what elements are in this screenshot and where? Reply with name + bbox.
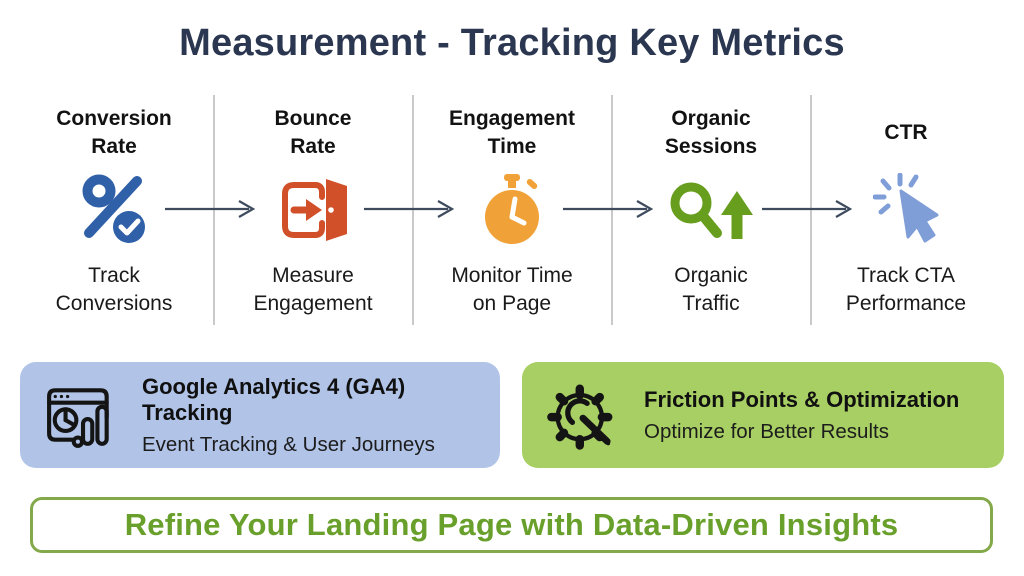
metric-heading: Conversion Rate <box>56 107 172 158</box>
metric-label: Track Conversions <box>55 264 173 315</box>
metric-column-bounce-rate: Bounce Rate Measure Engagement <box>218 100 408 318</box>
metric-column-conversion-rate: Conversion Rate Track Conversions <box>19 100 209 318</box>
page-title: Measurement - Tracking Key Metrics <box>179 22 845 64</box>
metric-heading: CTR <box>884 121 928 144</box>
ga4-tracking-card: Google Analytics 4 (GA4) Tracking Event … <box>20 362 500 468</box>
friction-optimization-card: Friction Points & Optimization Optimize … <box>522 362 1004 468</box>
gear-wrench-icon <box>544 375 624 455</box>
exit-door-icon <box>218 166 408 254</box>
metric-column-engagement-time: Engagement Time Monitor Time on Page <box>417 100 607 318</box>
flow-arrow <box>362 198 462 220</box>
flow-arrow <box>561 198 661 220</box>
flow-arrow <box>163 198 263 220</box>
card-subtitle: Optimize for Better Results <box>644 419 889 443</box>
metric-heading: Organic Sessions <box>664 107 758 158</box>
metric-label: Measure Engagement <box>253 264 373 315</box>
cursor-click-icon <box>811 166 1001 254</box>
flow-arrow <box>760 198 860 220</box>
metric-label: Monitor Time on Page <box>451 264 573 315</box>
metric-heading: Bounce Rate <box>274 107 352 158</box>
metric-label: Track CTA Performance <box>845 264 967 315</box>
percent-check-icon <box>19 166 209 254</box>
card-text: Friction Points & Optimization Optimize … <box>644 387 959 444</box>
metric-column-organic-sessions: Organic Sessions Organic Traffic <box>616 100 806 318</box>
search-growth-icon <box>616 166 806 254</box>
card-text: Google Analytics 4 (GA4) Tracking Event … <box>142 374 500 457</box>
metric-label: Organic Traffic <box>674 264 748 315</box>
stopwatch-icon <box>417 166 607 254</box>
metric-heading: Engagement Time <box>448 107 576 158</box>
cta-banner: Refine Your Landing Page with Data-Drive… <box>30 497 993 553</box>
analytics-dashboard-icon <box>42 378 122 452</box>
card-title: Friction Points & Optimization <box>644 386 960 412</box>
cta-banner-text: Refine Your Landing Page with Data-Drive… <box>124 507 899 542</box>
card-subtitle: Event Tracking & User Journeys <box>142 432 435 456</box>
metric-column-ctr: CTR Track CTA Performance <box>811 100 1001 318</box>
card-title: Google Analytics 4 (GA4) Tracking <box>142 373 406 425</box>
